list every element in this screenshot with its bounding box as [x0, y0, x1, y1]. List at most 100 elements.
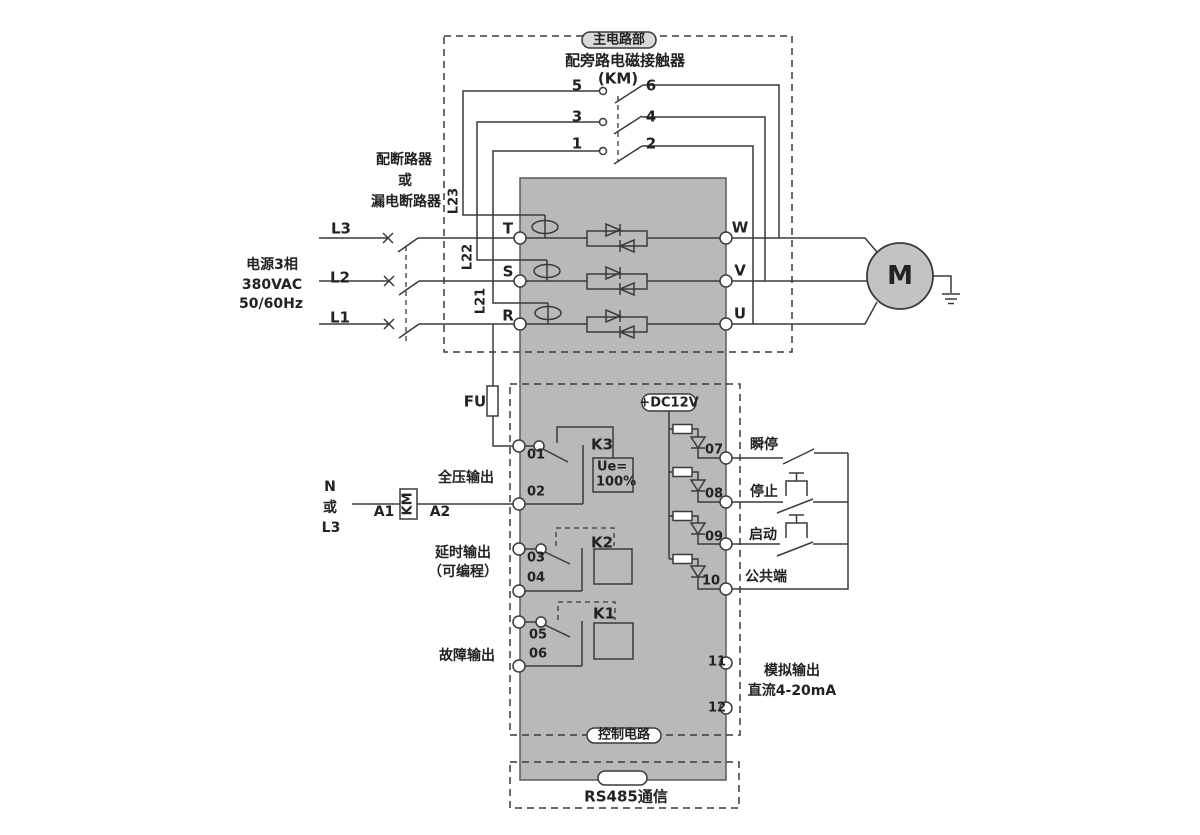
contact-seat-3 — [598, 117, 608, 127]
terminal-09 — [719, 537, 733, 551]
label-branch-l21: L21 — [473, 287, 489, 315]
k3-setpoint-box — [592, 457, 634, 493]
terminal-R — [513, 317, 527, 331]
label-neutral-l3: L3 — [321, 520, 341, 536]
terminal-08 — [719, 495, 733, 509]
label-phase-l2: L2 — [330, 268, 350, 287]
label-supply-2: 380VAC — [241, 277, 303, 293]
label-terminal-w: W — [731, 218, 749, 237]
label-contact-1: 1 — [571, 134, 583, 153]
terminal-S — [513, 274, 527, 288]
diode-10-icon — [689, 565, 707, 579]
thyristor-module-t — [586, 222, 648, 254]
terminal-11 — [719, 656, 733, 670]
label-motor: M — [887, 261, 913, 291]
contact-pivot-03 — [535, 543, 547, 555]
label-breaker-2: 或 — [398, 173, 412, 189]
rs485-box — [509, 761, 740, 809]
fuse — [486, 324, 513, 447]
ct-s-icon — [533, 263, 561, 279]
ct-t-icon — [531, 219, 559, 235]
label-breaker-3: 漏电断路器 — [371, 194, 441, 210]
contact-seat-5 — [598, 86, 608, 96]
label-start: 启动 — [749, 527, 777, 543]
control-section-pill — [586, 727, 662, 744]
relay-k2 — [525, 527, 633, 592]
terminal-02 — [512, 497, 526, 511]
relay-k3 — [525, 426, 634, 505]
diode-08-icon — [689, 479, 707, 493]
common-bus — [732, 453, 849, 590]
label-contact-4: 4 — [645, 107, 657, 126]
k1-coil-box — [593, 622, 634, 660]
ground-icon — [933, 275, 960, 305]
label-contact-3: 3 — [571, 107, 583, 126]
label-terminal-u: U — [733, 304, 747, 323]
label-full-voltage-output: 全压输出 — [438, 470, 494, 486]
label-terminal-r: R — [502, 306, 514, 325]
main-section-pill — [581, 31, 657, 49]
label-neutral-or: 或 — [323, 500, 337, 516]
fuse-icon — [486, 385, 499, 417]
label-analog-range: 直流4-20mA — [747, 683, 837, 699]
terminals — [512, 231, 733, 715]
terminal-04 — [512, 584, 526, 598]
label-supply-3: 50/60Hz — [239, 296, 303, 312]
terminal-05 — [512, 615, 526, 629]
relay-k1 — [525, 601, 634, 667]
label-dc12v: +DC12V — [639, 395, 699, 411]
label-terminal-06: 06 — [528, 646, 548, 662]
label-terminal-11: 11 — [707, 654, 727, 670]
diode-09-icon — [689, 522, 707, 536]
thyristor-module-s — [586, 265, 648, 297]
label-fault-output: 故障输出 — [439, 648, 495, 664]
label-terminal-03: 03 — [526, 550, 546, 566]
label-branch-l22: L22 — [460, 243, 476, 271]
label-terminal-s: S — [502, 262, 514, 281]
label-terminal-02: 02 — [526, 484, 546, 500]
label-analog-output: 模拟输出 — [764, 663, 820, 679]
label-delay-output-note: （可编程） — [428, 564, 498, 580]
ct-r-icon — [534, 305, 562, 321]
terminal-01 — [512, 439, 526, 453]
label-phase-l1: L1 — [330, 308, 350, 327]
breaker-switches — [319, 232, 514, 342]
label-terminal-05: 05 — [528, 627, 548, 643]
label-terminal-09: 09 — [704, 529, 724, 545]
button-stop — [732, 472, 848, 514]
terminal-07 — [719, 451, 733, 465]
label-breaker-1: 配断路器 — [376, 152, 432, 168]
label-terminal-t: T — [502, 219, 514, 238]
label-terminal-04: 04 — [526, 570, 546, 586]
label-rs485: RS485通信 — [584, 787, 668, 806]
current-transformers — [531, 215, 562, 324]
contact-pivot-05 — [535, 616, 547, 628]
label-terminal-01: 01 — [526, 447, 546, 463]
terminal-T — [513, 231, 527, 245]
label-k3-ue: Ue= — [597, 459, 628, 475]
terminal-10 — [719, 582, 733, 596]
contact-pivot-01 — [533, 440, 545, 452]
label-terminal-08: 08 — [704, 486, 724, 502]
label-instant-stop: 瞬停 — [750, 437, 778, 453]
button-instant-stop — [732, 448, 848, 465]
label-stop: 停止 — [750, 484, 778, 500]
label-fuse: FU — [463, 392, 487, 411]
km-coil — [352, 488, 513, 520]
label-terminal-10: 10 — [701, 573, 721, 589]
terminal-06 — [512, 659, 526, 673]
label-coil-km: KM — [400, 492, 416, 516]
label-common: 公共端 — [745, 569, 787, 585]
terminal-12 — [719, 701, 733, 715]
dc12v-badge — [641, 393, 697, 412]
label-k2: K2 — [590, 533, 614, 552]
label-terminal-07: 07 — [704, 442, 724, 458]
terminal-W — [719, 231, 733, 245]
button-start — [732, 514, 848, 557]
rs485-connector — [597, 770, 648, 786]
resistor-09-icon — [672, 510, 693, 522]
label-terminal-v: V — [734, 261, 746, 280]
label-contact-2: 2 — [645, 134, 657, 153]
